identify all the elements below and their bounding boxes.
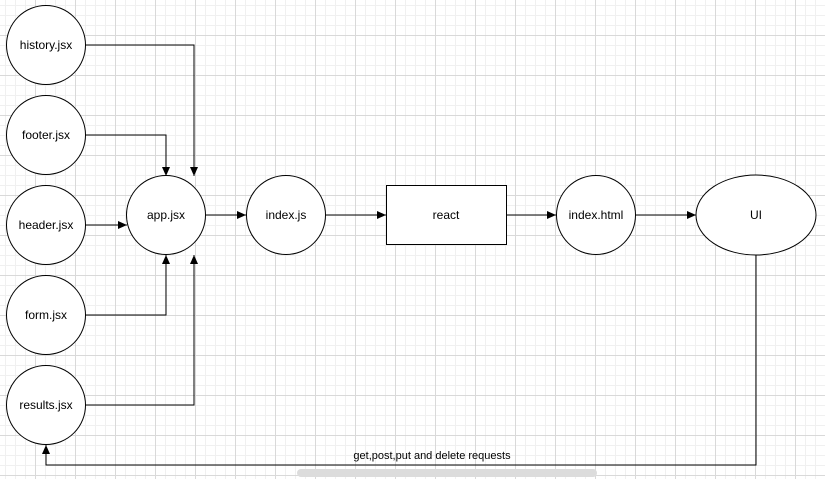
node-history-circle[interactable] bbox=[6, 5, 86, 85]
node-form-circle[interactable] bbox=[6, 275, 86, 355]
node-ui-ellipse[interactable] bbox=[695, 174, 817, 256]
edge-form-to-app bbox=[85, 255, 170, 316]
node-index-html-label: index.html bbox=[569, 208, 624, 222]
node-results-label: results.jsx bbox=[19, 398, 72, 412]
edge-results-to-app bbox=[85, 255, 198, 406]
edge-ui-to-results bbox=[42, 255, 757, 466]
node-app-circle[interactable] bbox=[126, 175, 206, 255]
node-react-label: react bbox=[433, 208, 460, 222]
node-header-circle[interactable] bbox=[6, 185, 86, 265]
node-footer-label: footer.jsx bbox=[22, 128, 70, 142]
node-react-rect[interactable] bbox=[386, 185, 507, 245]
node-form-label: form.jsx bbox=[25, 308, 67, 322]
node-history-label: history.jsx bbox=[20, 38, 72, 52]
horizontal-scrollbar[interactable] bbox=[297, 469, 597, 477]
edges bbox=[42, 44, 757, 466]
node-index-js-circle[interactable] bbox=[246, 175, 326, 255]
node-index-html-circle[interactable] bbox=[556, 175, 636, 255]
node-ui-label: UI bbox=[750, 208, 762, 222]
node-footer-circle[interactable] bbox=[6, 95, 86, 175]
node-index-js-label: index.js bbox=[266, 208, 307, 222]
edge-requests-label: get,post,put and delete requests bbox=[353, 450, 511, 462]
nodes bbox=[6, 5, 817, 445]
edge-history-to-app bbox=[85, 44, 198, 176]
node-header-label: header.jsx bbox=[19, 218, 74, 232]
node-results-circle[interactable] bbox=[6, 365, 86, 445]
node-app-label: app.jsx bbox=[147, 208, 185, 222]
edge-footer-to-app bbox=[85, 134, 170, 176]
